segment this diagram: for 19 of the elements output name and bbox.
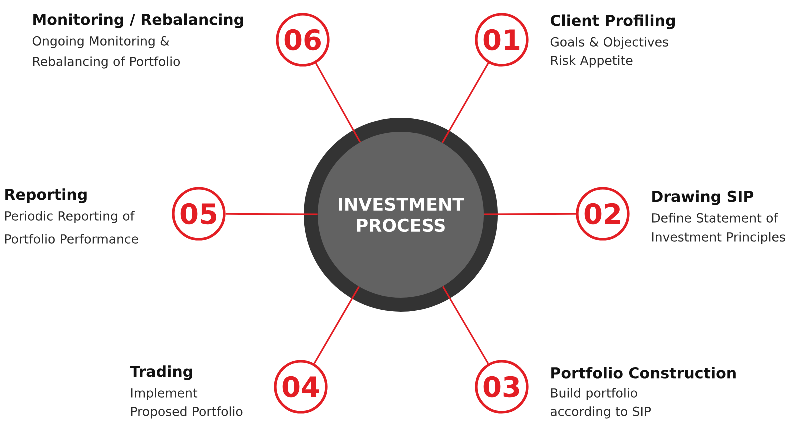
step-description: Ongoing Monitoring & Rebalancing of Portfolio [32,36,180,69]
step-description: Build portfolio according to SIP [550,388,652,419]
step-description: Goals & Objectives [550,37,668,50]
step-title: Drawing SIP [652,190,754,206]
connector-line [442,62,490,144]
connector-line [226,213,318,216]
step-title: Trading [130,366,192,380]
step-title: Reporting [6,188,87,204]
step-title: Monitoring / Rebalancing [34,14,244,28]
connector-line [314,286,360,364]
connector-line [442,286,490,364]
connector-line [484,213,576,216]
step-title: Client Profiling [550,14,675,30]
step-description: Define Statement of Investment Principles [652,213,786,244]
step-description: Periodic Reporting of Portfolio Performance [5,211,138,244]
connector-line [315,62,362,143]
step-description: Risk Appetite [551,56,633,68]
step-description: Implement Proposed Portfolio [131,388,243,419]
step-title: Portfolio Construction [552,367,736,379]
